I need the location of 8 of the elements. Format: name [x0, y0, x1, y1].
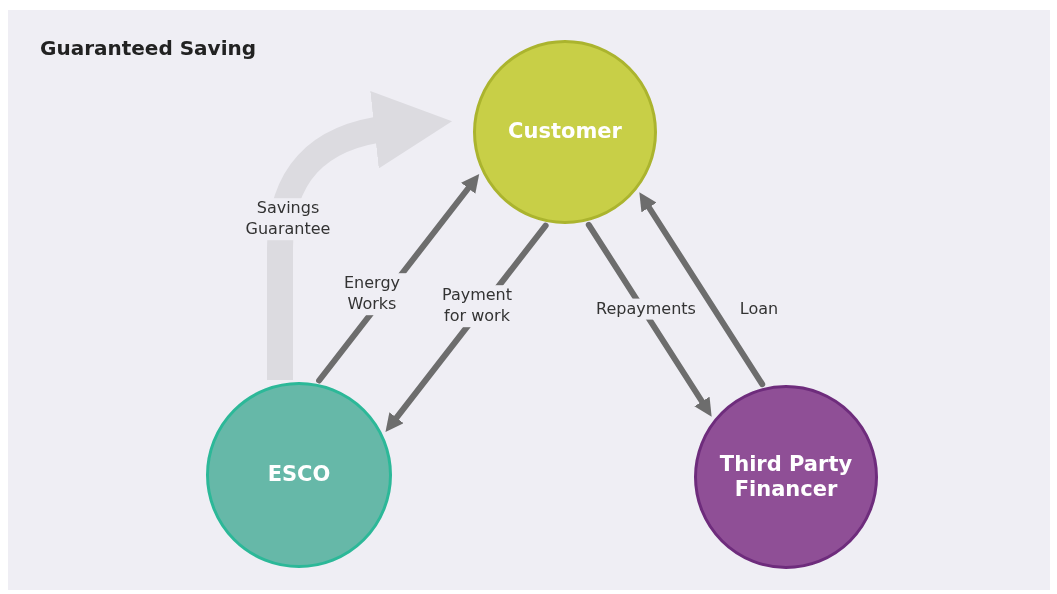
- curved-arrow: [267, 91, 452, 380]
- node-label: ESCO: [267, 462, 331, 488]
- edge-label: Repayments: [594, 298, 698, 320]
- diagram-title: Guaranteed Saving: [40, 36, 257, 60]
- node-label: Third Party Financer: [718, 451, 854, 503]
- node-label: Customer: [508, 119, 622, 145]
- arrow: [639, 192, 766, 388]
- arrow: [585, 221, 712, 417]
